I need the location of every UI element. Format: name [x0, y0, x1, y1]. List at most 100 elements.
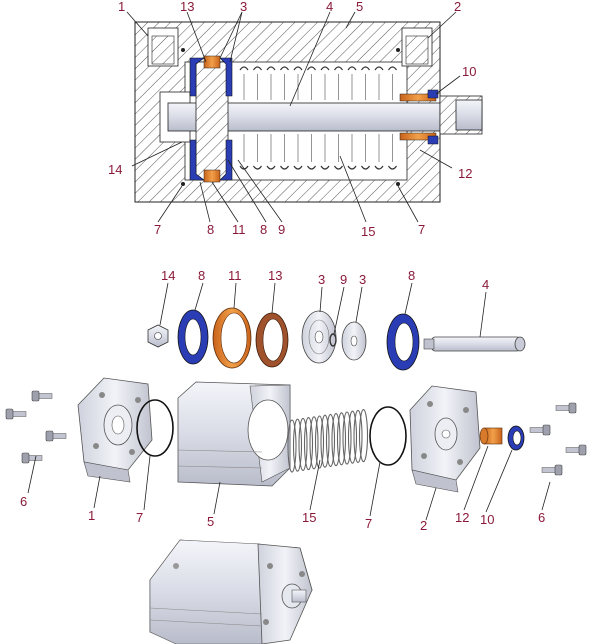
screw-head — [21, 452, 30, 464]
label-15: 15 — [361, 224, 375, 239]
label-13: 13 — [180, 0, 194, 14]
spring-coil — [325, 413, 336, 467]
return-spring-15 — [287, 409, 369, 473]
spring-coil-top — [374, 66, 384, 71]
spring-coil-bottom — [253, 165, 262, 170]
screw-shank — [555, 405, 571, 411]
end-cap-1 — [77, 377, 153, 483]
label-exp-12: 12 — [455, 510, 469, 525]
spring-coil — [314, 415, 325, 469]
spring-coil — [347, 410, 358, 464]
piston — [195, 61, 229, 181]
spring-coil-bottom — [293, 165, 303, 170]
label-exp-13: 13 — [268, 268, 282, 283]
screw-head — [568, 402, 577, 414]
piston-rod-4 — [423, 336, 526, 352]
label-exp-2: 2 — [420, 518, 427, 533]
o-ring-7-right — [369, 406, 407, 466]
label-exp-11: 11 — [228, 268, 242, 283]
label-11: 11 — [232, 222, 246, 237]
spring-coil-top — [388, 66, 397, 71]
spring-coil-bottom — [334, 165, 343, 170]
label-exp-7-left: 7 — [136, 510, 143, 525]
piston-seal-left — [189, 57, 205, 97]
screw-shank — [37, 393, 53, 399]
exploded-leaders — [27, 282, 551, 521]
spring-coil — [292, 418, 303, 472]
end-cap-2 — [409, 385, 481, 493]
label-exp-3-left: 3 — [318, 272, 325, 287]
label-8-left: 8 — [207, 222, 214, 237]
spring-coil-top — [361, 66, 370, 71]
label-exp-5: 5 — [207, 514, 214, 529]
label-exp-7-right: 7 — [365, 516, 372, 531]
spring-coil-bottom — [307, 165, 316, 170]
o-ring-7-left — [136, 399, 174, 457]
label-exp-14: 14 — [161, 268, 175, 283]
cylinder-body-5 — [177, 381, 291, 487]
spring-coil-top — [307, 66, 316, 71]
return-spring-section — [239, 66, 397, 170]
label-1: 1 — [118, 0, 125, 14]
spring-coil-bottom — [320, 165, 330, 170]
label-exp-15: 15 — [302, 510, 316, 525]
label-exp-8-left: 8 — [198, 268, 205, 283]
spring-coil — [342, 411, 352, 465]
spring-coil — [309, 416, 319, 470]
screw-head — [542, 424, 551, 436]
screw-head — [31, 390, 40, 402]
label-7-right: 7 — [418, 222, 425, 237]
label-exp-8-right: 8 — [408, 268, 415, 283]
spring-coil-bottom — [347, 165, 357, 170]
spring-coil-top — [280, 66, 289, 71]
label-12: 12 — [458, 166, 472, 181]
exploded-view — [5, 307, 587, 644]
assembled-cylinder — [149, 539, 313, 644]
label-10: 10 — [462, 64, 476, 79]
screw-shank — [51, 433, 67, 439]
screw-head — [578, 444, 587, 456]
section-view — [134, 21, 483, 203]
label-5: 5 — [356, 0, 363, 14]
screws-6-right — [529, 402, 587, 476]
spring-coil-bottom — [280, 165, 289, 170]
spring-coil — [320, 414, 330, 468]
spring-coil — [336, 412, 347, 466]
section-leaders — [126, 11, 461, 223]
spring-coil-top — [347, 66, 357, 71]
label-exp-10: 10 — [480, 512, 494, 527]
screw-shank — [11, 411, 27, 417]
label-exp-3-right: 3 — [359, 272, 366, 287]
screw-shank — [529, 427, 545, 433]
label-3: 3 — [240, 0, 247, 14]
label-4: 4 — [326, 0, 333, 14]
spring-coil-top — [253, 66, 262, 71]
spring-coil-bottom — [361, 165, 370, 170]
spring-coil — [358, 409, 369, 463]
spring-coil-top — [334, 66, 343, 71]
label-exp-4: 4 — [482, 277, 489, 292]
label-exp-6-left: 6 — [20, 494, 27, 509]
label-2: 2 — [454, 0, 461, 14]
label-8-right: 8 — [260, 222, 267, 237]
spring-coil-bottom — [374, 165, 384, 170]
spring-coil — [353, 409, 363, 463]
spring-coil-top — [320, 66, 330, 71]
spring-coil-bottom — [388, 165, 397, 170]
screws-6-left — [5, 390, 67, 464]
screw-shank — [541, 467, 557, 473]
spring-coil — [298, 417, 308, 471]
spring-coil-top — [266, 66, 276, 71]
label-exp-9: 9 — [340, 272, 347, 287]
screw-head — [5, 408, 14, 420]
screw-head — [554, 464, 563, 476]
screw-shank — [565, 447, 581, 453]
wear-ring-top — [203, 55, 221, 69]
label-9: 9 — [278, 222, 285, 237]
spring-coil-bottom — [266, 165, 276, 170]
label-exp-6-right: 6 — [538, 510, 545, 525]
screw-head — [45, 430, 54, 442]
spring-coil-top — [239, 66, 249, 71]
